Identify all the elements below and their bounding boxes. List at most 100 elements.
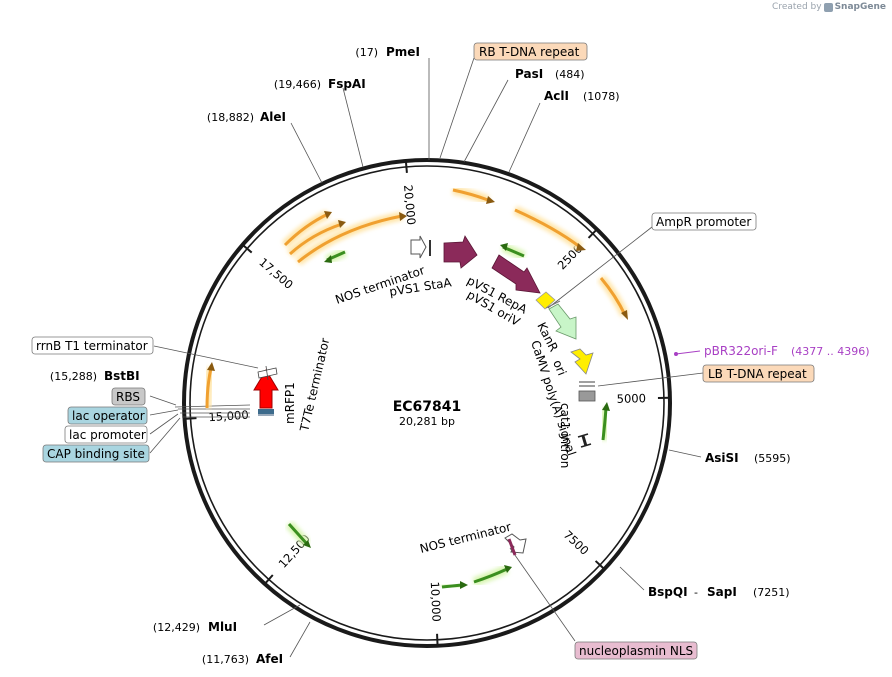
- asisi-name[interactable]: AsiSI: [705, 451, 739, 465]
- rbs-label[interactable]: RBS: [111, 387, 146, 406]
- tick-mark: [404, 160, 408, 173]
- bspqi-separator: -: [694, 586, 698, 599]
- nos-terminator-bottom-arrow: [504, 533, 527, 556]
- t7te-terminator-label: T7Te terminator: [297, 337, 332, 434]
- plasmid-name: EC67841: [393, 399, 462, 415]
- credit-brand: SnapGene: [834, 2, 886, 12]
- asisi-position: (5595): [754, 452, 791, 465]
- backbone: [182, 158, 672, 648]
- tick-label: 10,000: [428, 581, 444, 622]
- primer-label: pBR322ori-F: [704, 344, 778, 358]
- kanr-arrow: [548, 303, 577, 340]
- alei-position: (18,882): [207, 111, 254, 124]
- pasi-name[interactable]: PasI: [515, 67, 543, 81]
- mrfp1-arrow: [253, 369, 279, 416]
- afei-position: (11,763): [202, 653, 249, 666]
- orange-arrow-5: [286, 219, 346, 258]
- rb-tdna-repeat-text: RB T-DNA repeat: [479, 45, 580, 59]
- tick-label: 7500: [561, 528, 592, 558]
- tick-mark: [184, 417, 197, 420]
- green-arrow-3: [598, 402, 611, 441]
- tick-mark: [241, 243, 253, 254]
- snapgene-icon: [823, 2, 833, 12]
- green-arrow-2: [500, 242, 526, 261]
- rrnb-t1-terminator-label[interactable]: rrnB T1 terminator: [31, 336, 154, 355]
- green-arrow-5: [441, 580, 468, 592]
- nucleoplasmin-nls-text: nucleoplasmin NLS: [579, 644, 693, 658]
- rrnb-t1-terminator-text: rrnB T1 terminator: [36, 339, 148, 353]
- tick-label: 15,000: [208, 408, 249, 425]
- snapgene-credit: Created by SnapGene: [772, 2, 886, 12]
- green-feature-arrows: [285, 242, 611, 592]
- restriction-sites: (17) PmeI (19,466) FspAI (18,882) AleI P…: [50, 45, 791, 666]
- cap-binding-site-text: CAP binding site: [47, 447, 145, 461]
- lac-operator-label[interactable]: lac operator: [67, 406, 148, 425]
- acli-position: (1078): [583, 90, 620, 103]
- camv-polya-marks: [578, 381, 596, 402]
- orange-arrow-4: [281, 209, 332, 249]
- bstbi-position: (15,288): [50, 370, 97, 383]
- acli-name[interactable]: AclI: [544, 89, 569, 103]
- fspai-position: (19,466): [274, 78, 321, 91]
- afei-name[interactable]: AfeI: [256, 652, 283, 666]
- pvs1-staa-arrow: [443, 235, 478, 269]
- orange-arrow-3: [597, 275, 630, 320]
- pvs1-oriv-box: [535, 291, 561, 310]
- orange-feature-arrows: [202, 185, 630, 409]
- leader-lines: [149, 57, 704, 658]
- tick-mark: [264, 574, 274, 585]
- green-arrow-1: [324, 247, 347, 265]
- pvs1-repa-arrow: [491, 254, 541, 294]
- orange-arrow-6: [295, 211, 407, 266]
- tick-mark: [594, 560, 606, 570]
- credit-text: Created by: [772, 2, 822, 12]
- cat1-intron-mark: [577, 433, 592, 448]
- nos-terminator-bottom-label: NOS terminator: [418, 520, 512, 556]
- green-arrow-6: [472, 564, 512, 587]
- mlui-position: (12,429): [153, 621, 200, 634]
- cat1-intron-label: cat1 intron: [558, 403, 572, 468]
- fspai-name[interactable]: FspAI: [328, 77, 366, 91]
- ampr-promoter-text: AmpR promoter: [656, 215, 751, 229]
- lac-operator-text: lac operator: [72, 409, 145, 423]
- lac-promoter-label[interactable]: lac promoter: [64, 425, 148, 444]
- lac-promoter-text: lac promoter: [69, 428, 146, 442]
- tick-mark: [436, 633, 439, 646]
- pmei-position: (17): [355, 46, 378, 59]
- ori-arrow: [570, 348, 594, 375]
- orange-arrow-7: [202, 362, 216, 409]
- boxed-feature-labels: RB T-DNA repeat AmpR promoter LB T-DNA r…: [31, 42, 815, 660]
- orange-arrow-1: [452, 185, 495, 205]
- rb-tdna-repeat-label[interactable]: RB T-DNA repeat: [473, 42, 588, 61]
- rbs-text: RBS: [116, 390, 140, 404]
- primer-pbr322ori-f[interactable]: pBR322ori-F (4377 .. 4396): [674, 344, 870, 358]
- tick-mark: [587, 228, 598, 239]
- bspqi-name[interactable]: BspQI: [648, 585, 688, 599]
- ori-label: ori: [550, 358, 569, 378]
- ampr-promoter-label[interactable]: AmpR promoter: [651, 212, 757, 231]
- plasmid-length: 20,281 bp: [399, 415, 455, 428]
- pmei-name[interactable]: PmeI: [386, 45, 420, 59]
- nos-terminator-top-arrow: [410, 235, 431, 259]
- inner-features: [253, 235, 596, 556]
- cap-binding-site-label[interactable]: CAP binding site: [42, 444, 150, 463]
- green-arrow-4: [285, 520, 311, 548]
- tick-label: 12,500: [276, 531, 313, 570]
- lb-tdna-repeat-text: LB T-DNA repeat: [708, 367, 807, 381]
- pasi-position: (484): [555, 68, 585, 81]
- t7te-terminator-mark: [257, 365, 278, 381]
- nucleoplasmin-nls-label[interactable]: nucleoplasmin NLS: [574, 641, 698, 660]
- orange-arrow-2: [513, 205, 586, 251]
- primer-range: (4377 .. 4396): [791, 345, 870, 358]
- mlui-name[interactable]: MluI: [208, 620, 237, 634]
- tick-label: 17,500: [256, 255, 296, 292]
- bspqi-position: (7251): [753, 586, 790, 599]
- alei-name[interactable]: AleI: [260, 110, 286, 124]
- sapi-name[interactable]: SapI: [707, 585, 737, 599]
- mrfp1-label: mRFP1: [283, 382, 297, 424]
- bstbi-name[interactable]: BstBI: [104, 369, 140, 383]
- lb-tdna-repeat-label[interactable]: LB T-DNA repeat: [702, 364, 815, 383]
- tick-label: 5000: [617, 391, 647, 406]
- tick-label: 20,000: [401, 184, 418, 225]
